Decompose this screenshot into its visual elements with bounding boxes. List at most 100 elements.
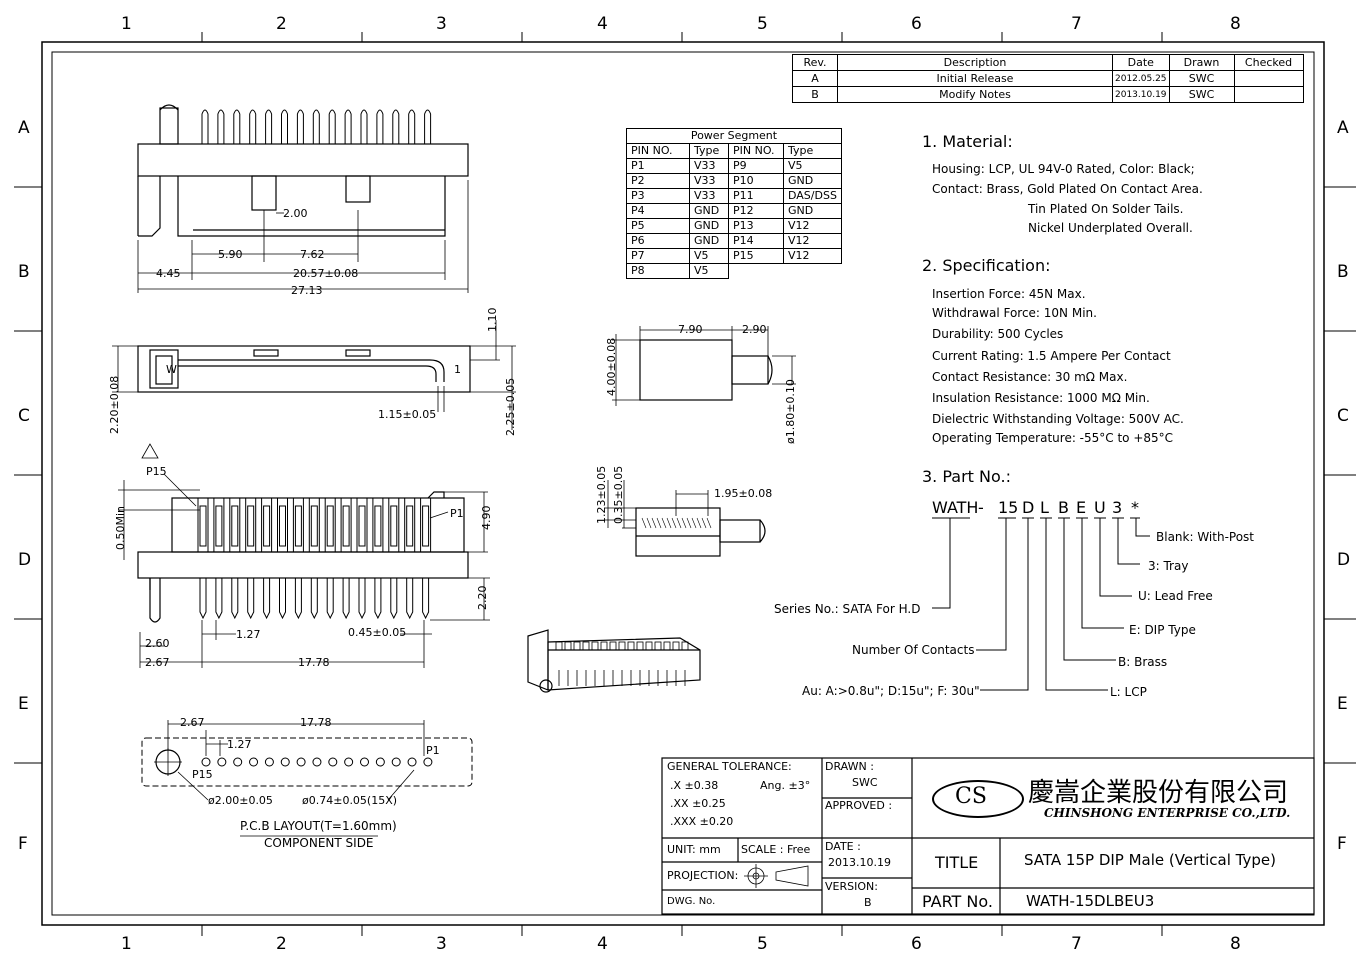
rev-header-checked: Checked bbox=[1233, 54, 1304, 71]
power-segment-cell: P2 bbox=[626, 173, 690, 189]
rev-cell: 2013.10.19 bbox=[1112, 86, 1170, 103]
power-segment-cell: V12 bbox=[783, 233, 842, 249]
power-segment-cell: P15 bbox=[728, 248, 784, 264]
rev-header-date: Date bbox=[1112, 54, 1170, 71]
rev-cell: A bbox=[792, 70, 838, 87]
grid-col-5: 5 bbox=[757, 14, 768, 34]
dim-label: 4.90 bbox=[480, 505, 493, 531]
part-code-post: * bbox=[1131, 498, 1139, 517]
specification-line: Current Rating: 1.5 Ampere Per Contact bbox=[932, 349, 1171, 363]
version-value: B bbox=[864, 896, 872, 909]
grid-row-b: B bbox=[18, 262, 30, 282]
part-code-contacts: 15 bbox=[998, 498, 1019, 517]
specification-line: Dielectric Withstanding Voltage: 500V AC… bbox=[932, 412, 1184, 426]
dim-label: 2.20 bbox=[476, 585, 489, 611]
grid-col-6-bottom: 6 bbox=[911, 934, 922, 954]
material-line: Nickel Underplated Overall. bbox=[1028, 221, 1193, 235]
power-header-row: PIN NO. Type PIN NO. Type bbox=[626, 143, 842, 159]
rev-cell: Modify Notes bbox=[837, 86, 1113, 103]
dim-label: 4.00±0.08 bbox=[605, 337, 618, 396]
power-segment-cell: P3 bbox=[626, 188, 690, 204]
power-segment-title: Power Segment bbox=[626, 128, 842, 144]
power-segment-cell: V12 bbox=[783, 218, 842, 234]
part-code-leadfree: U bbox=[1094, 498, 1106, 517]
rev-header-description: Description bbox=[837, 54, 1113, 71]
callout-dip: E: DIP Type bbox=[1129, 623, 1196, 637]
part-code-type: E bbox=[1076, 498, 1087, 517]
part-code-plating: D bbox=[1022, 498, 1035, 517]
power-segment-cell: P11 bbox=[728, 188, 784, 204]
power-segment-cell: DAS/DSS bbox=[783, 188, 842, 204]
grid-row-a-right: A bbox=[1337, 118, 1349, 138]
power-segment-cell: GND bbox=[783, 173, 842, 189]
power-header-type: Type bbox=[689, 143, 729, 159]
pcb-hole-small-label: ø0.74±0.05(15X) bbox=[302, 794, 398, 807]
dim-label: 2.90 bbox=[742, 323, 767, 336]
grid-col-1: 1 bbox=[121, 14, 132, 34]
dim-label: 2.20±0.08 bbox=[108, 375, 121, 434]
power-segment-cell: P8 bbox=[626, 263, 690, 279]
power-segment-cell: P9 bbox=[728, 158, 784, 174]
dim-label: 2.25±0.05 bbox=[504, 377, 517, 436]
callout-blank: Blank: With-Post bbox=[1156, 530, 1255, 544]
power-header-pin-2: PIN NO. bbox=[728, 143, 784, 159]
grid-col-2-bottom: 2 bbox=[276, 934, 287, 954]
part-code-housing: L bbox=[1040, 498, 1049, 517]
pcb-layout-subtitle: COMPONENT SIDE bbox=[264, 836, 374, 850]
part-code-pack: 3 bbox=[1112, 498, 1123, 517]
grid-col-8: 8 bbox=[1230, 14, 1241, 34]
dwg-no-label: DWG. No. bbox=[667, 896, 716, 907]
dim-label: 7.62 bbox=[300, 248, 325, 261]
specification-line: Withdrawal Force: 10N Min. bbox=[932, 306, 1097, 320]
power-segment-cell: P6 bbox=[626, 233, 690, 249]
pcb-layout-title: P.C.B LAYOUT(T=1.60mm) bbox=[240, 819, 397, 833]
callout-series: Series No.: SATA For H.D bbox=[774, 602, 921, 616]
grid-col-5-bottom: 5 bbox=[757, 934, 768, 954]
dim-label: 7.90 bbox=[678, 323, 703, 336]
dim-label: 2.67 bbox=[145, 656, 170, 669]
power-segment-cell: P4 bbox=[626, 203, 690, 219]
power-segment-cell: P13 bbox=[728, 218, 784, 234]
dim-label: 1.15±0.05 bbox=[378, 408, 437, 421]
power-header-type-2: Type bbox=[783, 143, 842, 159]
pcb-hole-big-label: ø2.00±0.05 bbox=[208, 794, 273, 807]
power-segment-cell: GND bbox=[689, 218, 729, 234]
tolerance-x: .X ±0.38 bbox=[670, 779, 719, 792]
grid-col-7: 7 bbox=[1071, 14, 1082, 34]
power-segment-cell: V33 bbox=[689, 158, 729, 174]
grid-col-4-bottom: 4 bbox=[597, 934, 608, 954]
rev-cell: Initial Release bbox=[837, 70, 1113, 87]
power-segment-cell: V5 bbox=[689, 248, 729, 264]
part-no-label: PART No. bbox=[922, 892, 993, 911]
company-name-en: CHINSHONG ENTERPRISE CO.,LTD. bbox=[1044, 806, 1291, 820]
grid-row-a: A bbox=[18, 118, 30, 138]
title-value: SATA 15P DIP Male (Vertical Type) bbox=[1024, 851, 1276, 869]
dim-label: 0.45±0.05 bbox=[348, 626, 407, 639]
grid-row-e: E bbox=[18, 694, 29, 714]
rev-header-rev: Rev. bbox=[792, 54, 838, 71]
power-segment-cell: V12 bbox=[783, 248, 842, 264]
power-segment-cell: P10 bbox=[728, 173, 784, 189]
grid-col-7-bottom: 7 bbox=[1071, 934, 1082, 954]
grid-row-c: C bbox=[18, 406, 30, 426]
dim-label: 1.10 bbox=[486, 307, 499, 333]
callout-lcp: L: LCP bbox=[1110, 685, 1147, 699]
approved-label: APPROVED : bbox=[825, 799, 893, 812]
power-segment-cell: P12 bbox=[728, 203, 784, 219]
date-value: 2013.10.19 bbox=[828, 856, 891, 869]
version-label: VERSION: bbox=[825, 880, 878, 893]
rev-cell: SWC bbox=[1168, 70, 1235, 87]
grid-col-8-bottom: 8 bbox=[1230, 934, 1241, 954]
power-segment-cell: P7 bbox=[626, 248, 690, 264]
specification-line: Insulation Resistance: 1000 MΩ Min. bbox=[932, 391, 1150, 405]
pcb-pin-label-p1: P1 bbox=[426, 744, 440, 757]
grid-row-e-right: E bbox=[1337, 694, 1348, 714]
material-line: Contact: Brass, Gold Plated On Contact A… bbox=[932, 182, 1203, 196]
power-segment-cell: P1 bbox=[626, 158, 690, 174]
